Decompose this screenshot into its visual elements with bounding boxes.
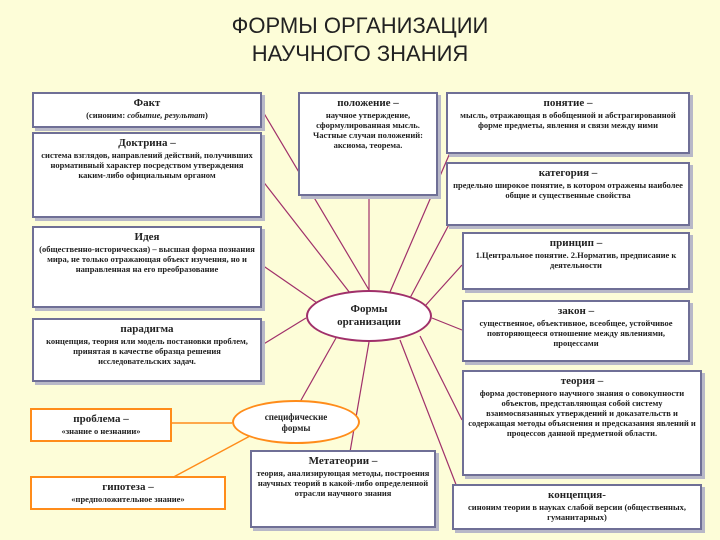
metatheory-heading: Метатеории –: [308, 455, 378, 467]
link-specific: [299, 337, 337, 403]
problem-heading: проблема –: [73, 413, 129, 425]
central-line-2: организации: [337, 316, 401, 328]
link-paradigm: [261, 317, 307, 346]
link-metatheory: [349, 341, 370, 453]
category-heading: категория –: [538, 167, 598, 179]
paradigm-box: парадигма концепция, теория или модель п…: [32, 318, 262, 382]
category-text: предельно широкое понятие, в котором отр…: [453, 180, 683, 200]
hypothesis-text: «предположительное знание»: [71, 494, 185, 504]
link-doctrine: [261, 179, 351, 294]
concept-text: мысль, отражающая в обобщенной и абстраг…: [460, 110, 676, 130]
fact-box: Факт (синоним: событие, результат): [32, 92, 262, 128]
metatheory-box: Метатеории – теория, анализирующая метод…: [250, 450, 436, 528]
idea-box: Идея (общественно-историческая) – высшая…: [32, 226, 262, 308]
link-idea: [261, 264, 321, 306]
conception-box: концепция- синоним теории в науках слабо…: [452, 484, 702, 530]
link-fact: [261, 109, 370, 291]
page-title: ФОРМЫ ОРГАНИЗАЦИИ НАУЧНОГО ЗНАНИЯ: [170, 12, 550, 68]
paradigm-heading: парадигма: [120, 323, 174, 335]
paradigm-text: концепция, теория или модель постановки …: [46, 336, 248, 366]
proposition-box: положение – научное утверждение, сформул…: [298, 92, 438, 196]
law-heading: закон –: [557, 305, 595, 317]
idea-heading: Идея: [134, 231, 160, 243]
theory-heading: теория –: [560, 375, 604, 387]
doctrine-box: Доктрина – система взглядов, направлений…: [32, 132, 262, 218]
conception-text: синоним теории в науках слабой версии (о…: [468, 502, 686, 522]
central-line-1: Формы: [350, 303, 388, 315]
link-theory: [419, 335, 463, 421]
problem-box: проблема – «знание о незнании»: [30, 408, 172, 442]
fact-heading: Факт: [133, 97, 161, 109]
link-principle: [424, 264, 463, 307]
problem-text: «знание о незнании»: [61, 426, 141, 436]
concept-heading: понятие –: [543, 97, 593, 109]
concept-box: понятие – мысль, отражающая в обобщенной…: [446, 92, 690, 154]
principle-box: принцип – 1.Центральное понятие. 2.Норма…: [462, 232, 690, 290]
fact-text: (синоним: событие, результат): [86, 110, 208, 120]
proposition-heading: положение –: [337, 97, 399, 109]
proposition-text: научное утверждение, сформулированная мы…: [313, 110, 423, 150]
hypothesis-box: гипотеза – «предположительное знание»: [30, 476, 226, 510]
law-text: существенное, объективное, всеобщее, уст…: [479, 318, 673, 348]
doctrine-text: система взглядов, направлений действий, …: [41, 150, 253, 180]
law-box: закон – существенное, объективное, всеоб…: [462, 300, 690, 362]
idea-text: (общественно-историческая) – высшая форм…: [39, 244, 255, 274]
specific-line-1: специфические: [264, 412, 328, 422]
specific-forms-node: специфические формы: [232, 400, 360, 444]
hypothesis-heading: гипотеза –: [102, 481, 154, 493]
specific-line-2: формы: [281, 423, 311, 433]
theory-text: форма достоверного научного знания о сов…: [468, 388, 696, 438]
title-line-2: НАУЧНОГО ЗНАНИЯ: [251, 41, 469, 66]
central-node: Формы организации: [306, 290, 432, 342]
principle-heading: принцип –: [549, 237, 603, 249]
principle-text: 1.Центральное понятие. 2.Норматив, предп…: [475, 250, 677, 270]
category-box: категория – предельно широкое понятие, в…: [446, 162, 690, 226]
theory-box: теория – форма достоверного научного зна…: [462, 370, 702, 476]
conception-heading: концепция-: [548, 489, 606, 501]
link-law: [431, 317, 463, 331]
metatheory-text: теория, анализирующая методы, построения…: [256, 468, 430, 498]
title-line-1: ФОРМЫ ОРГАНИЗАЦИИ: [231, 13, 489, 38]
link-hypothesis: [167, 435, 251, 481]
doctrine-heading: Доктрина –: [118, 137, 176, 149]
link-conception: [399, 339, 463, 501]
